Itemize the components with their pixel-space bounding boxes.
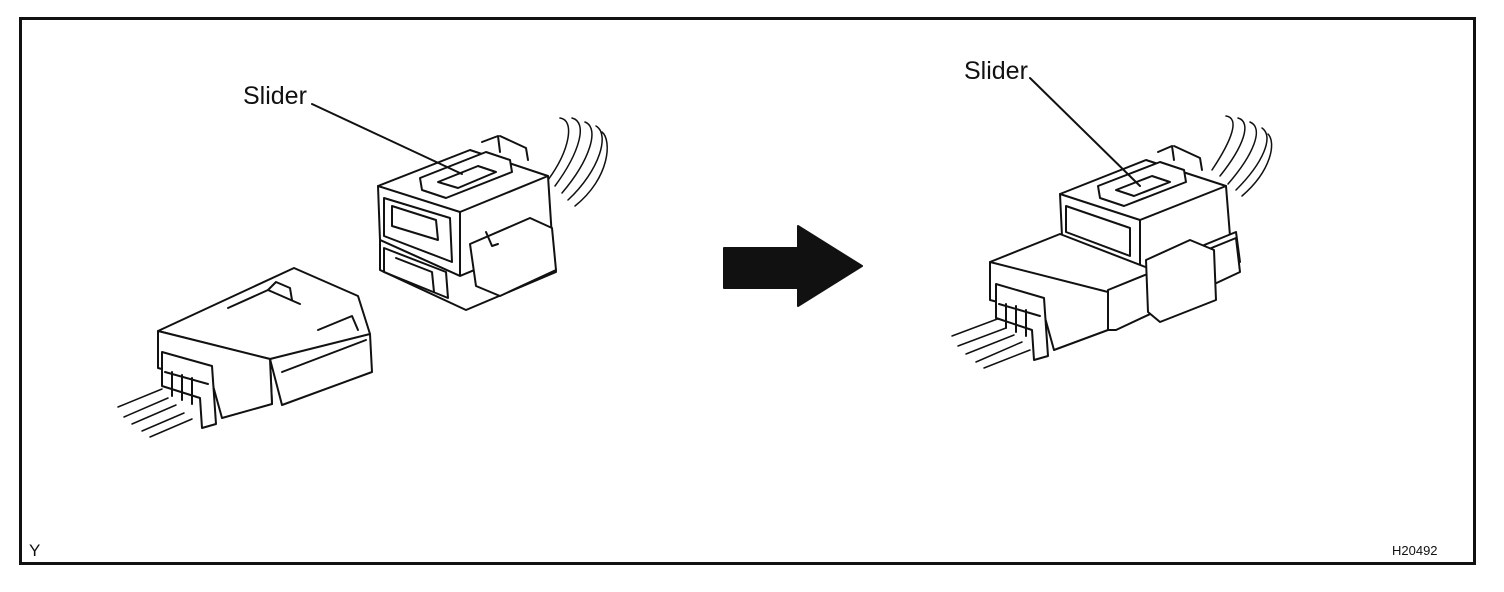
connector-connected-icon bbox=[951, 115, 1273, 369]
male-connector-icon bbox=[117, 267, 373, 438]
slider-label-left: Slider bbox=[243, 82, 307, 110]
left-leader-line bbox=[311, 103, 463, 175]
figure-code: H20492 bbox=[1392, 543, 1438, 558]
arrow-right-icon bbox=[723, 225, 863, 307]
right-leader-line bbox=[1029, 77, 1141, 187]
slider-label-right: Slider bbox=[964, 57, 1028, 85]
corner-letter: Y bbox=[29, 541, 41, 560]
female-connector-icon bbox=[377, 117, 608, 311]
